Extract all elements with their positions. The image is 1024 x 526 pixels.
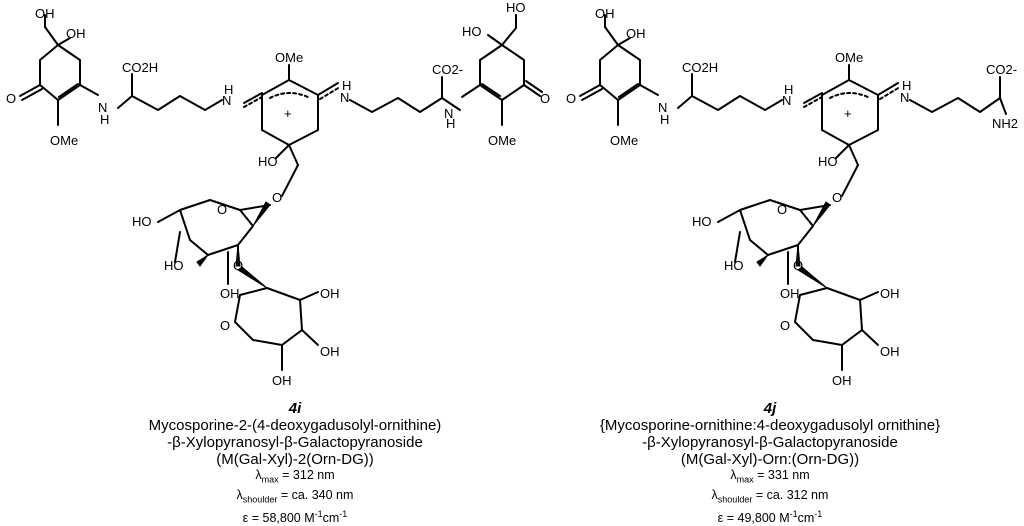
compound-name-line2: -β-Xylopyranosyl-β-Galactopyranoside [642, 434, 898, 451]
structure-4i-labels: OH OH O OMe N H CO2H N H OMe + N H CO2- … [6, 0, 550, 388]
caption-4i: 4i Mycosporine-2-(4-deoxygadusolyl-ornit… [95, 400, 495, 526]
svg-text:OMe: OMe [610, 133, 638, 148]
svg-text:N: N [340, 90, 349, 105]
svg-text:OH: OH [880, 286, 900, 301]
svg-text:HO: HO [164, 258, 184, 273]
svg-text:H: H [446, 116, 455, 131]
svg-text:O: O [220, 318, 230, 333]
caption-4j: 4j {Mycosporine-ornithine:4-deoxygadusol… [570, 400, 970, 526]
svg-text:OH: OH [832, 373, 852, 388]
compound-name-line1: {Mycosporine-ornithine:4-deoxygadusolyl … [599, 417, 941, 434]
svg-text:O: O [6, 91, 16, 106]
svg-text:H: H [660, 112, 669, 127]
svg-text:OH: OH [220, 286, 240, 301]
svg-text:N: N [658, 100, 667, 115]
svg-text:N: N [98, 100, 107, 115]
svg-text:OMe: OMe [275, 50, 303, 65]
svg-text:CO2H: CO2H [122, 60, 158, 75]
svg-text:OMe: OMe [488, 133, 516, 148]
svg-text:H: H [100, 112, 109, 127]
svg-text:CO2-: CO2- [432, 62, 463, 77]
svg-text:HO: HO [692, 214, 712, 229]
svg-text:H: H [902, 78, 911, 93]
svg-text:OH: OH [272, 373, 292, 388]
svg-text:N: N [444, 106, 453, 121]
structure-4i [19, 14, 543, 371]
structure-4j [579, 14, 1007, 371]
svg-text:O: O [832, 190, 842, 205]
svg-text:HO: HO [258, 154, 278, 169]
compound-name-line1: Mycosporine-2-(4-deoxygadusolyl-ornithin… [148, 417, 442, 434]
svg-text:H: H [784, 82, 793, 97]
svg-text:OH: OH [320, 286, 340, 301]
svg-text:O: O [780, 318, 790, 333]
svg-text:+: + [844, 106, 852, 121]
svg-text:H: H [342, 78, 351, 93]
svg-text:N: N [222, 93, 231, 108]
compound-abbrev: (M(Gal-Xyl)-2(Orn-DG)) [216, 451, 374, 468]
compound-abbrev: (M(Gal-Xyl)-Orn:(Orn-DG)) [680, 451, 860, 468]
svg-text:O: O [540, 91, 550, 106]
svg-text:OH: OH [626, 26, 646, 41]
svg-text:O: O [777, 202, 787, 217]
svg-text:CO2H: CO2H [682, 60, 718, 75]
svg-text:OMe: OMe [835, 50, 863, 65]
compound-name-line2: -β-Xylopyranosyl-β-Galactopyranoside [167, 434, 423, 451]
svg-text:HO: HO [724, 258, 744, 273]
svg-text:HO: HO [506, 0, 526, 15]
svg-text:NH2: NH2 [992, 116, 1018, 131]
epsilon: ε = 49,800 M-1cm-1 [717, 509, 823, 526]
svg-text:N: N [782, 93, 791, 108]
svg-text:OH: OH [595, 6, 615, 21]
lambda-shoulder: λshoulder = ca. 312 nm [711, 487, 829, 505]
svg-text:OMe: OMe [50, 133, 78, 148]
structure-4j-labels: OH OH O OMe N H CO2H N H OMe + N H CO2- … [566, 6, 1018, 388]
svg-text:CO2-: CO2- [986, 62, 1017, 77]
compound-id: 4i [288, 400, 302, 417]
lambda-shoulder: λshoulder = ca. 340 nm [236, 487, 354, 505]
svg-text:O: O [233, 258, 243, 273]
svg-text:H: H [224, 82, 233, 97]
svg-text:OH: OH [320, 344, 340, 359]
svg-text:O: O [793, 258, 803, 273]
compound-id: 4j [763, 400, 777, 417]
epsilon: ε = 58,800 M-1cm-1 [242, 509, 348, 526]
svg-text:O: O [217, 202, 227, 217]
svg-text:OH: OH [35, 6, 55, 21]
svg-text:HO: HO [818, 154, 838, 169]
svg-text:OH: OH [66, 26, 86, 41]
svg-text:O: O [566, 91, 576, 106]
svg-text:O: O [272, 190, 282, 205]
svg-text:HO: HO [132, 214, 152, 229]
lambda-max: λmax = 331 nm [730, 468, 810, 485]
lambda-max: λmax = 312 nm [255, 468, 335, 485]
svg-text:HO: HO [462, 24, 482, 39]
svg-text:OH: OH [780, 286, 800, 301]
svg-text:OH: OH [880, 344, 900, 359]
svg-text:+: + [284, 106, 292, 121]
svg-text:N: N [900, 90, 909, 105]
